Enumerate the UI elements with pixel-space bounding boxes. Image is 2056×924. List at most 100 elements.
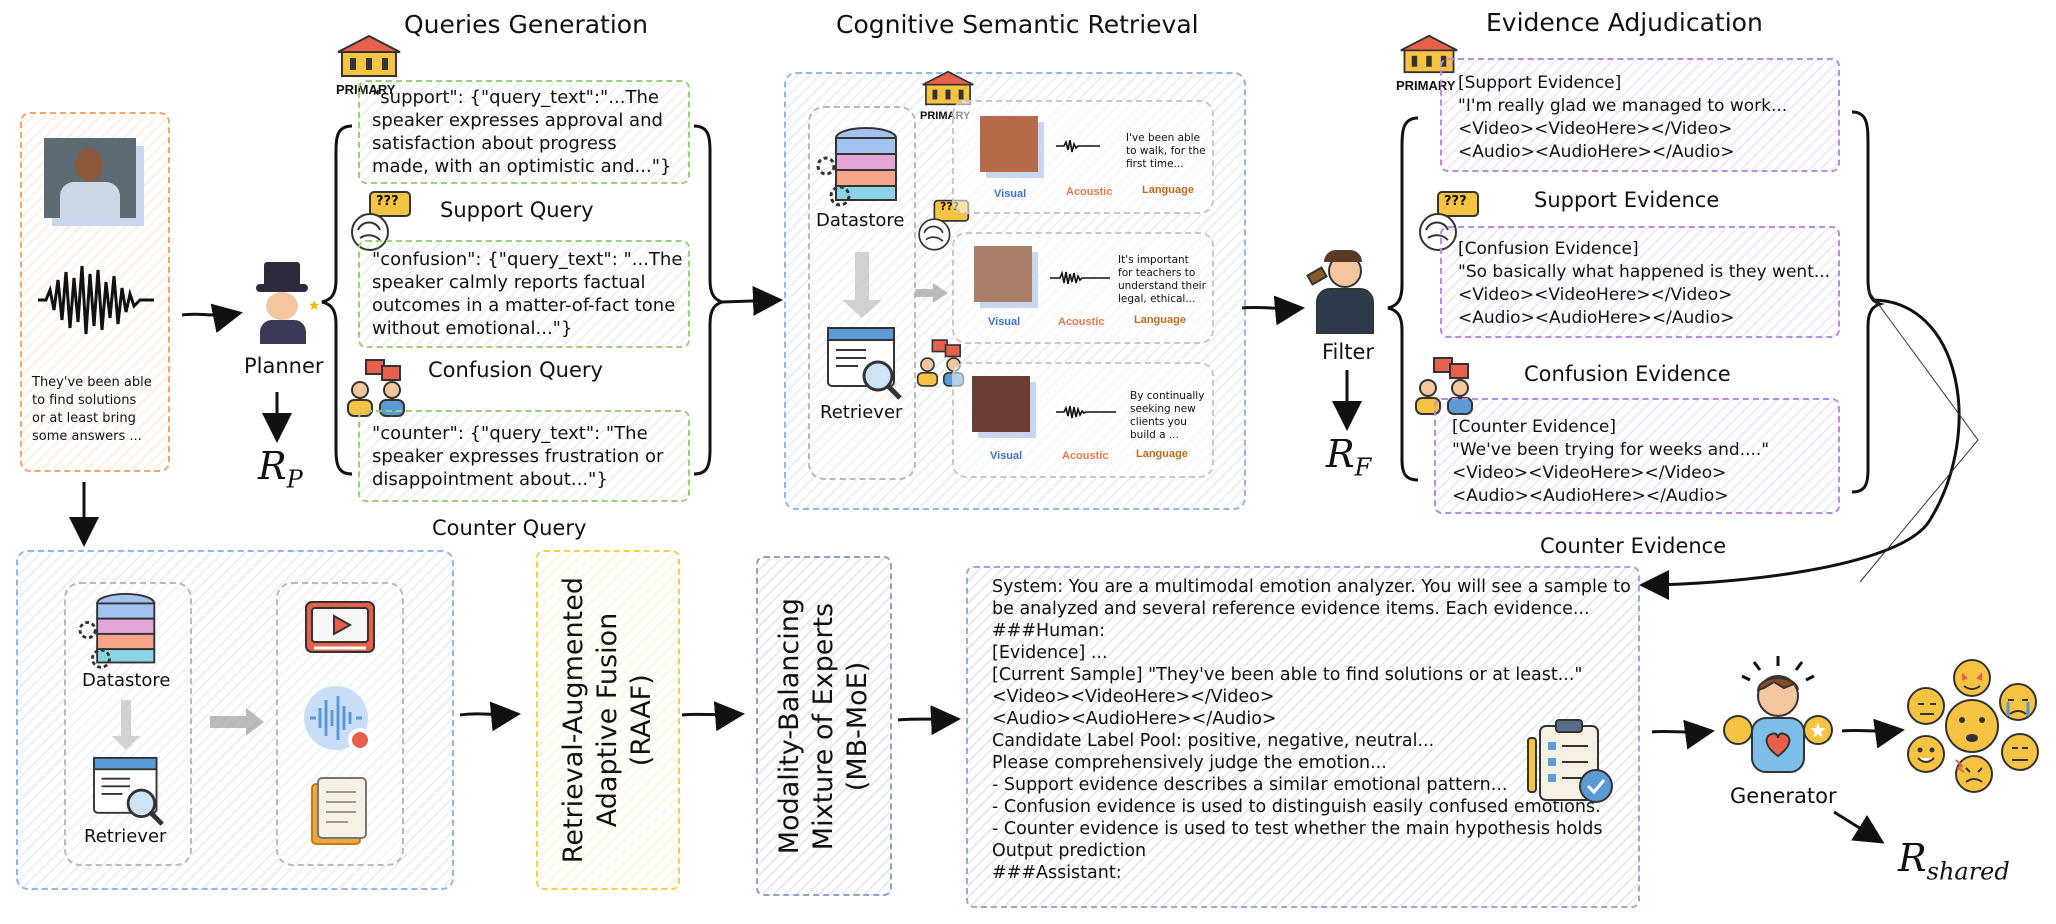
- brace-queries-right: [693, 124, 727, 476]
- thin-line-a: [1859, 289, 1979, 583]
- speaker-head: [75, 148, 103, 182]
- card-1-waveform-icon: [1056, 139, 1100, 153]
- evidence-confusion-label: Confusion Evidence: [1524, 362, 1731, 386]
- evidence-support-text: [Confusion Evidence] "So basically what …: [1458, 239, 1831, 328]
- speaker-photo: [44, 138, 136, 218]
- lower-datastore-icon: [78, 592, 156, 669]
- rp-symbol: R: [258, 444, 287, 488]
- arrow-prompt-to-generator: [1651, 719, 1715, 750]
- generator-label: Generator: [1730, 784, 1837, 808]
- raaf-label: Retrieval-Augmented Adaptive Fusion (RAA…: [558, 576, 657, 864]
- title-evidence-adjudication: Evidence Adjudication: [1486, 8, 1763, 37]
- mbmoe-module: Modality-Balancing Mixture of Experts (M…: [756, 556, 892, 896]
- evidence-support-icon-wrap: ???: [1414, 190, 1480, 254]
- gray-arrow-lower-right-head: [246, 708, 264, 736]
- gray-arrow-head-1: [842, 300, 882, 318]
- query-counter-text: "counter": {"query_text": "The speaker e…: [372, 423, 664, 490]
- rf-subscript: F: [1354, 453, 1372, 482]
- input-sample-panel: They've been able to find solutions or a…: [20, 112, 170, 472]
- filter-output-rf: RF: [1326, 432, 1371, 482]
- planner-icon: ★: [252, 262, 321, 344]
- brace-evidence-right: [1851, 110, 1885, 494]
- queries-primary-label: PRIMARY: [336, 82, 402, 97]
- lower-datastore-label: Datastore: [82, 670, 171, 691]
- arrow-generator-to-emojis: [1841, 718, 1905, 749]
- arrow-mbmoe-to-prompt: [897, 705, 961, 736]
- retrieval-datastore-label: Datastore: [816, 210, 905, 231]
- evidence-box-primary: [Support Evidence] "I'm really glad we m…: [1440, 58, 1840, 172]
- mbmoe-label: Modality-Balancing Mixture of Experts (M…: [774, 597, 873, 855]
- generator-output-rshared: Rshared: [1898, 836, 2010, 886]
- card-3-text: By continually seeking new clients you b…: [1130, 390, 1205, 441]
- system-prompt-box: System: You are a multimodal emotion ana…: [966, 566, 1640, 908]
- arrow-raaf-to-mbmoe: [681, 701, 745, 732]
- gray-arrow-head-2: [933, 283, 948, 303]
- brace-queries-left: [321, 124, 353, 476]
- query-support-qmark: ???: [376, 194, 399, 209]
- card-3-acoustic: Acoustic: [1062, 450, 1109, 462]
- generator-icon: [1723, 656, 1833, 773]
- system-prompt-text: System: You are a multimodal emotion ana…: [992, 577, 1631, 883]
- evidence-counter-text: [Counter Evidence] "We've been trying fo…: [1452, 417, 1770, 506]
- brain-thought-icon-evidence: [1419, 191, 1479, 251]
- gray-arrow-lower-head: [112, 736, 140, 750]
- people-debate-icon: [347, 359, 405, 417]
- input-transcript: They've been able to find solutions or a…: [32, 375, 152, 444]
- building-icon: [337, 34, 401, 77]
- arrow-retrieval-to-filter: [1241, 295, 1305, 326]
- filter-judge-icon: [1306, 250, 1386, 334]
- audio-record-icon: [304, 686, 372, 752]
- retrieval-card-3: By continually seeking new clients you b…: [952, 362, 1214, 478]
- lower-retriever-label: Retriever: [84, 826, 167, 847]
- rshared-symbol: R: [1898, 836, 1927, 880]
- arrow-generator-to-rshared: [1833, 810, 1885, 844]
- card-2-language: Language: [1134, 314, 1186, 326]
- card-2-acoustic: Acoustic: [1058, 316, 1105, 328]
- retrieval-retriever-label: Retriever: [820, 402, 903, 423]
- arrow-input-to-planner: [181, 303, 243, 333]
- arrow-queries-to-retrieval: [721, 285, 783, 316]
- evidence-box-support: [Confusion Evidence] "So basically what …: [1440, 226, 1840, 338]
- card-2-waveform-icon: [1050, 270, 1110, 285]
- raaf-module: Retrieval-Augmented Adaptive Fusion (RAA…: [536, 550, 680, 890]
- emotion-emoji-cluster-icon: [1907, 659, 2039, 793]
- title-cognitive-semantic-retrieval: Cognitive Semantic Retrieval: [836, 10, 1199, 39]
- brace-evidence-left: [1387, 116, 1419, 482]
- arrow-lower-to-raaf: [459, 701, 521, 732]
- retrieval-card-2: It's important for teachers to understan…: [952, 232, 1214, 344]
- query-primary-text: "support": {"query_text":"...The speaker…: [372, 87, 672, 177]
- lower-retriever-icon: [93, 756, 164, 826]
- query-box-support: "confusion": {"query_text": "...The spea…: [358, 240, 690, 348]
- people-debate-icon-evidence: [1415, 357, 1473, 415]
- retrieval-card-1: I've been able to walk, for the first ti…: [952, 100, 1214, 214]
- card-3-visual: Visual: [990, 450, 1023, 462]
- audio-waveform-icon: [38, 265, 154, 335]
- lower-retrieval-panel: [16, 550, 454, 890]
- title-queries-generation: Queries Generation: [404, 10, 648, 39]
- retriever-icon: [827, 327, 902, 400]
- datastore-icon: [816, 127, 897, 207]
- card-2-text: It's important for teachers to understan…: [1118, 254, 1206, 305]
- query-box-primary: "support": {"query_text":"...The speaker…: [358, 80, 690, 184]
- query-support-text: "confusion": {"query_text": "...The spea…: [372, 249, 683, 339]
- query-confusion-icon-wrap: [346, 358, 412, 418]
- building-icon-retrieval: [922, 70, 974, 106]
- arrow-evidence-to-prompt: [1639, 298, 1961, 600]
- filter-label: Filter: [1322, 340, 1375, 364]
- card-2-face: [974, 246, 1032, 302]
- card-1-acoustic: Acoustic: [1066, 186, 1113, 198]
- card-3-face: [972, 376, 1030, 432]
- card-2-visual: Visual: [988, 316, 1021, 328]
- planner-label: Planner: [244, 354, 324, 378]
- query-box-counter: "counter": {"query_text": "The speaker e…: [358, 410, 690, 502]
- card-3-waveform-icon: [1056, 405, 1116, 419]
- evidence-counter-label: Counter Evidence: [1540, 534, 1727, 558]
- query-counter-label: Counter Query: [432, 516, 587, 540]
- evidence-qmark: ???: [1444, 194, 1467, 209]
- queries-primary-badge: PRIMARY: [336, 34, 402, 97]
- card-1-text: I've been able to walk, for the first ti…: [1126, 132, 1206, 170]
- card-3-language: Language: [1136, 448, 1188, 460]
- checklist-clipboard-icon: [1527, 719, 1613, 803]
- document-icon: [311, 777, 367, 845]
